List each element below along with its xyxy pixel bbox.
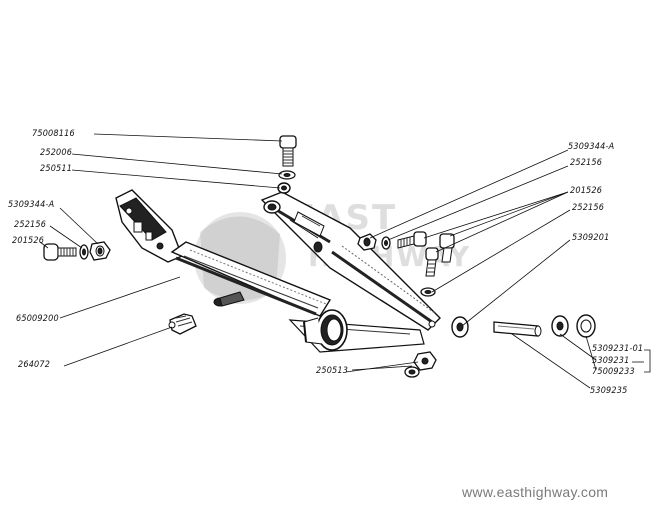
label-250511: 250511: [40, 164, 73, 174]
bolt-75008116: [279, 135, 297, 167]
label-201526-right: 201526: [570, 186, 603, 196]
label-252156-left: 252156: [14, 220, 47, 230]
label-75009233: 75009233: [592, 367, 635, 377]
label-5309201: 5309201: [572, 233, 610, 243]
nut-5309344a-right: [357, 233, 377, 251]
right-arm-tube: [260, 191, 441, 331]
central-bushing: [288, 309, 425, 353]
label-264072: 264072: [18, 360, 51, 370]
end-washer: [451, 316, 469, 338]
label-5309344a-left: 5309344-A: [8, 200, 55, 210]
bolt-201526-right-c: [425, 247, 439, 277]
washer-75009233: [576, 314, 596, 338]
label-5309231: 5309231: [592, 356, 630, 366]
label-5309231-01: 5309231-01: [592, 344, 644, 354]
grease-nipple-264072: [168, 313, 197, 335]
bolt-201526-right-a: [397, 231, 427, 249]
label-65009200: 65009200: [16, 314, 59, 324]
leader-lines: [39, 133, 651, 389]
pin-5309235: [493, 321, 542, 337]
bolt-201526-left: [43, 243, 77, 261]
label-252156-right-1: 252156: [570, 158, 603, 168]
left-arm-spacer: [213, 291, 245, 307]
label-5309344a-right: 5309344-A: [568, 142, 615, 152]
left-arm-bracket: [115, 189, 183, 263]
label-250513: 250513: [316, 366, 349, 376]
washer-5309231: [551, 315, 569, 337]
label-252156-right-2: 252156: [572, 203, 605, 213]
left-arm-tube: [170, 241, 332, 317]
nut-250513: [404, 351, 437, 378]
watermark-url: www.easthighway.com: [462, 484, 609, 500]
nut-5309344a-left: [89, 241, 111, 261]
label-252006: 252006: [40, 148, 73, 158]
label-5309235: 5309235: [590, 386, 628, 396]
label-201526-left: 201526: [12, 236, 45, 246]
label-75008116: 75008116: [32, 129, 75, 139]
bolt-201526-right-b: [439, 233, 455, 263]
